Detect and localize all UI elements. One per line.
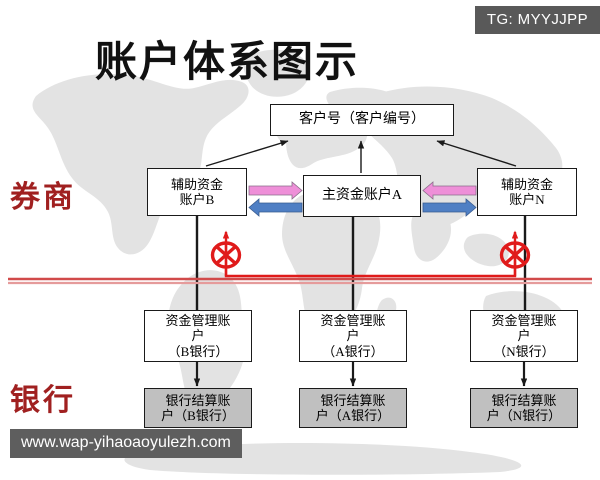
node-fund-management-account-b-line1: 资金管理账 (165, 313, 231, 328)
block-arrow-pink-left (248, 181, 303, 200)
node-bank-settlement-account-a-line2: 户（A银行） (315, 408, 391, 423)
node-bank-settlement-account-b-line2: 户（B银行） (161, 408, 235, 423)
node-bank-settlement-account-b[interactable]: 银行结算账 户（B银行） (144, 388, 252, 428)
blocked-transfer-bus (224, 242, 517, 278)
node-bank-settlement-account-n-line1: 银行结算账 (491, 392, 557, 408)
node-aux-fund-account-b-line2: 账户B (179, 192, 215, 207)
blocked-transfer-icon-right (499, 241, 531, 269)
node-aux-fund-account-n[interactable]: 辅助资金 账户N (477, 168, 577, 216)
node-fund-management-account-b-line2: 户 (191, 328, 205, 344)
node-bank-settlement-account-a-line1: 银行结算账 (320, 392, 386, 408)
node-fund-management-account-a[interactable]: 资金管理账 户 （A银行） (299, 310, 407, 362)
node-customer-number-label: 客户号（客户编号） (299, 111, 425, 127)
tg-contact-badge: TG: MYYJJPP (474, 6, 600, 34)
node-aux-fund-account-n-line2: 账户N (509, 192, 545, 207)
node-main-fund-account-a[interactable]: 主资金账户A (303, 175, 421, 217)
node-fund-management-account-n-line1: 资金管理账 (491, 313, 557, 328)
node-fund-management-account-a-line2: 户 (346, 328, 360, 344)
node-aux-fund-account-b[interactable]: 辅助资金 账户B (147, 168, 247, 216)
node-aux-fund-account-n-line1: 辅助资金 (500, 176, 553, 192)
node-aux-fund-account-b-line1: 辅助资金 (170, 176, 223, 192)
node-fund-management-account-n-line3: （N银行） (493, 343, 555, 359)
section-label-bank: 银行 (10, 384, 76, 417)
node-fund-management-account-b[interactable]: 资金管理账 户 （B银行） (144, 310, 252, 362)
block-arrow-blue-left (248, 198, 303, 217)
arrow-aux-n-to-customer (436, 140, 517, 167)
page-title: 账户体系图示 (95, 40, 360, 86)
node-bank-settlement-account-n-line2: 户（N银行） (486, 408, 562, 423)
blocked-transfer-icon-left (210, 241, 242, 269)
node-main-fund-account-a-label: 主资金账户A (321, 187, 403, 203)
node-fund-management-account-n-line2: 户 (517, 328, 531, 344)
node-fund-management-account-n[interactable]: 资金管理账 户 （N银行） (470, 310, 578, 362)
node-fund-management-account-a-line3: （A银行） (322, 343, 384, 359)
node-bank-settlement-account-n[interactable]: 银行结算账 户（N银行） (470, 388, 578, 428)
node-fund-management-account-a-line1: 资金管理账 (320, 313, 386, 328)
site-watermark: www.wap-yihaoaoyulezh.com (10, 429, 242, 458)
node-customer-number[interactable]: 客户号（客户编号） (270, 104, 454, 136)
broker-bank-divider (8, 277, 592, 285)
node-bank-settlement-account-a[interactable]: 银行结算账 户（A银行） (299, 388, 407, 428)
arrow-aux-b-to-customer (205, 140, 289, 167)
node-bank-settlement-account-b-line1: 银行结算账 (165, 392, 231, 408)
node-fund-management-account-b-line3: （B银行） (167, 343, 229, 359)
block-arrow-pink-right (422, 181, 477, 200)
section-label-broker: 券商 (10, 181, 76, 214)
block-arrow-blue-right (422, 198, 477, 217)
